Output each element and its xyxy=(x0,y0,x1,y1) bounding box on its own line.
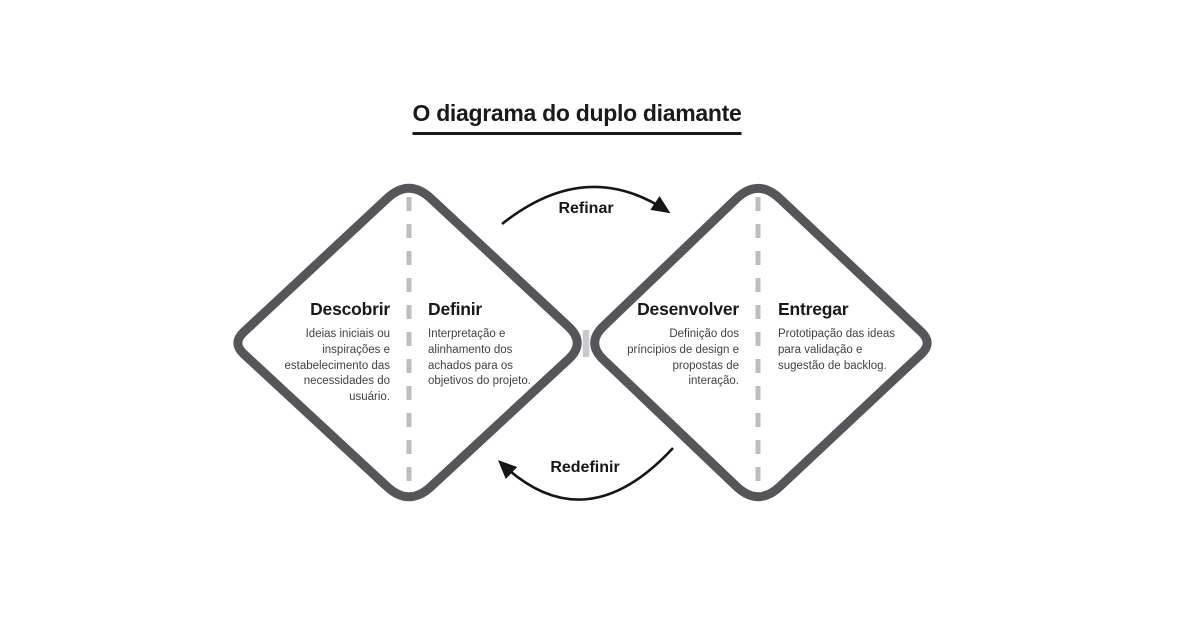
stage-title-definir: Definir xyxy=(428,299,483,319)
diagram-title: O diagrama do duplo diamante xyxy=(412,100,742,135)
stage-desenvolver: Desenvolver Definição dos príncipios de … xyxy=(627,299,739,390)
stage-title-desenvolver: Desenvolver xyxy=(637,299,739,319)
stage-title-descobrir: Descobrir xyxy=(310,299,390,319)
stage-description-descobrir: Ideias iniciais ou inspirações e estabel… xyxy=(284,328,390,404)
stage-descobrir: Descobrir Ideias iniciais ou inspirações… xyxy=(284,299,391,406)
right-diamond-outline xyxy=(590,183,932,502)
stage-description-entregar: Prototipação das ideas para validação e … xyxy=(778,328,895,372)
left-diamond-outline xyxy=(233,183,582,502)
stage-description-desenvolver: Definição dos príncipios de design e pro… xyxy=(627,328,739,388)
stage-title-entregar: Entregar xyxy=(778,299,849,319)
refine-arrow xyxy=(501,185,671,226)
stage-description-definir: Interpretação e alinhamento dos achados … xyxy=(428,328,531,388)
redefine-arrow xyxy=(497,447,674,501)
refine-arrow-label: Refinar xyxy=(558,200,614,217)
stage-entregar: Entregar Prototipação das ideas para val… xyxy=(778,299,895,374)
stage-definir: Definir Interpretação e alinhamento dos … xyxy=(428,299,531,390)
redefine-arrow-label: Redefinir xyxy=(550,459,620,476)
